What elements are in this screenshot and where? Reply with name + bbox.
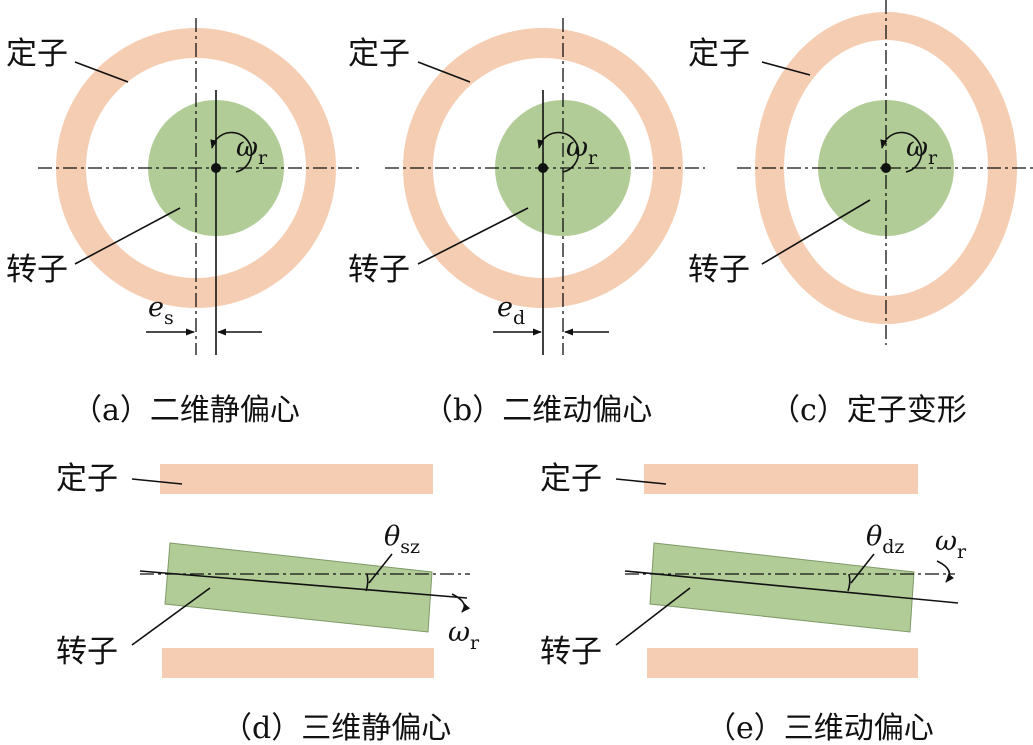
rotor-label: 转子 — [56, 634, 118, 670]
stator-top-bar — [644, 464, 918, 494]
omega-label: ωr — [906, 132, 938, 169]
stator-leader — [615, 478, 667, 485]
stator-bottom-bar — [647, 648, 918, 678]
rotor-label: 转子 — [6, 252, 68, 288]
omega-label: ωr — [935, 526, 967, 563]
stator-label: 定子 — [688, 36, 750, 72]
angle-label: θsz — [384, 521, 420, 558]
panel-d: θsz ωr 定子 转子 （d）三维静偏心 — [56, 461, 480, 745]
rotor-center-dot — [881, 163, 891, 173]
rotation-arrow — [210, 131, 253, 173]
rotor-leader — [131, 587, 211, 646]
rotation-arrow — [537, 131, 580, 173]
caption-b: （b）二维动偏心 — [423, 393, 652, 428]
stator-label: 定子 — [6, 36, 68, 72]
rotor-label: 转子 — [348, 252, 410, 288]
stator-label: 定子 — [540, 461, 602, 497]
stator-leader — [131, 478, 183, 485]
stator-label: 定子 — [348, 36, 410, 72]
omega-label: ωr — [448, 617, 480, 654]
rotor-label: 转子 — [688, 252, 750, 288]
angle-label: θdz — [866, 521, 904, 558]
rotor-leader — [417, 207, 529, 265]
panel-b: ωr 定子 转子 ed （b）二维动偏心 — [348, 18, 705, 428]
rotor-tilted-block — [649, 542, 915, 633]
stator-center-dot — [538, 163, 548, 173]
stator-bottom-bar — [162, 648, 434, 678]
stator-leader — [74, 61, 129, 83]
angle-leader — [850, 553, 875, 584]
caption-e: （e）三维动偏心 — [706, 711, 934, 745]
panel-e: θdz ωr 定子 转子 （e）三维动偏心 — [540, 461, 967, 745]
offset-label: es — [148, 292, 174, 329]
rotor-tilt-axis — [624, 570, 959, 604]
angle-arc — [365, 573, 369, 592]
stator-leader — [417, 61, 471, 83]
rotor-leader — [74, 207, 181, 265]
rotor-leader — [761, 199, 871, 265]
rotation-arrow — [880, 131, 923, 173]
rotor-center-dot — [211, 163, 221, 173]
angle-leader — [368, 553, 393, 584]
rotation-arrow — [451, 593, 471, 613]
rotation-arrow — [936, 560, 954, 583]
omega-label: ωr — [566, 132, 598, 169]
rotor-label: 转子 — [540, 634, 602, 670]
panel-c: ωr 定子 转子 （c）定子变形 — [688, 0, 1033, 428]
offset-label: ed — [497, 292, 525, 329]
rotor-tilted-block — [164, 542, 433, 633]
omega-label: ωr — [236, 132, 268, 169]
angle-arc — [847, 573, 851, 592]
caption-d: （d）三维静偏心 — [222, 711, 451, 745]
caption-c: （c）定子变形 — [770, 393, 967, 428]
rotor-tilt-axis — [139, 570, 468, 599]
caption-a: （a）二维静偏心 — [72, 393, 300, 428]
stator-leader — [761, 61, 811, 76]
rotor-leader — [615, 587, 691, 646]
panel-a: ωr 定子 转子 es （a）二维静偏心 — [6, 18, 360, 428]
stator-label: 定子 — [56, 461, 118, 497]
stator-top-bar — [160, 464, 433, 494]
